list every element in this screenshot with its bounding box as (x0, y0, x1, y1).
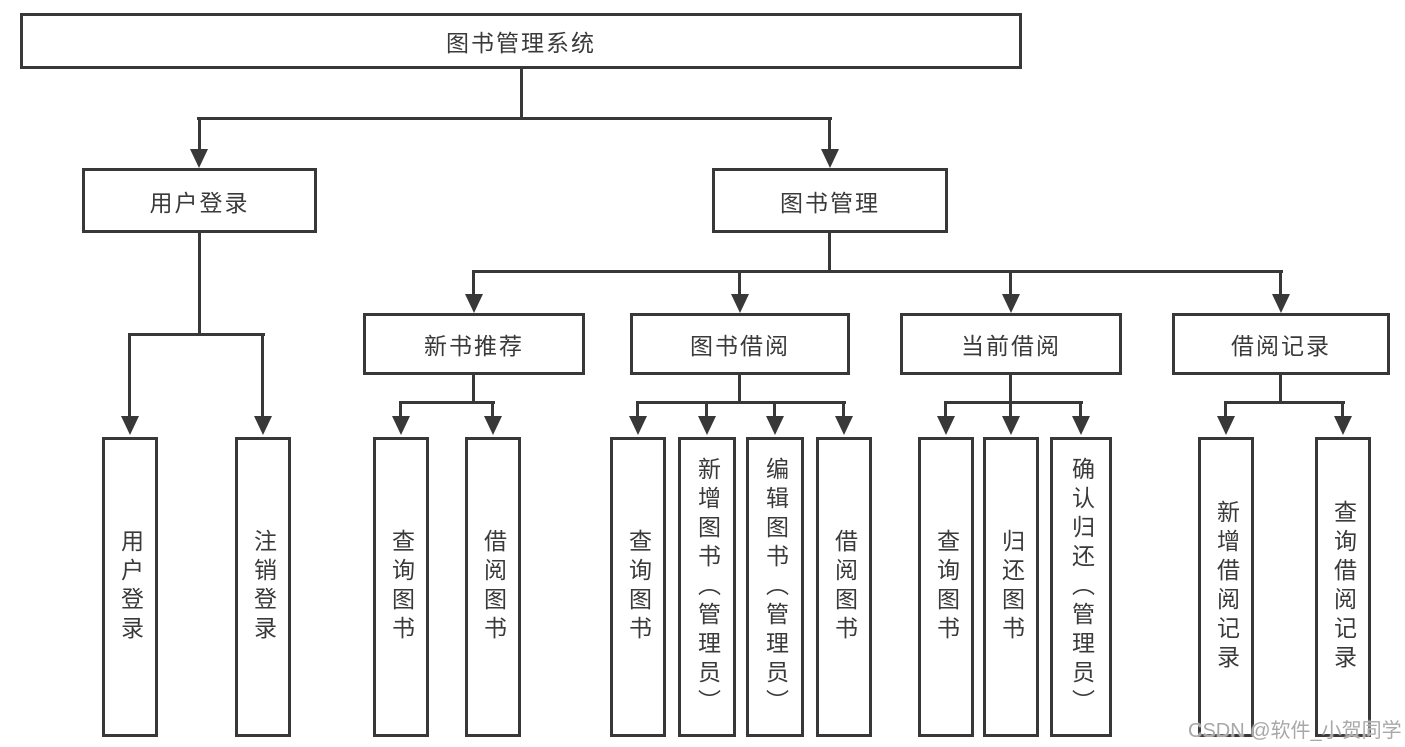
connector-line (198, 120, 201, 149)
arrow-down-icon (629, 416, 647, 435)
node-label: 注销登录 (250, 529, 277, 645)
arrow-down-icon (698, 416, 716, 435)
connector-line (520, 69, 523, 120)
arrow-down-icon (1002, 416, 1020, 435)
connector-line (1224, 401, 1345, 404)
node-label: 用户登录 (117, 529, 144, 645)
node-label: 编辑图书（管理员） (762, 456, 789, 718)
connector-line (1341, 404, 1344, 416)
connector-line (399, 401, 495, 404)
node-label: 确认归还（管理员） (1068, 456, 1095, 718)
connector-line (944, 404, 947, 416)
connector-line (1224, 404, 1227, 416)
connector-line (198, 232, 201, 336)
leaf-borrow-books-recommend: 借阅图书 (465, 437, 521, 737)
node-label: 用户登录 (149, 189, 250, 216)
arrow-down-icon (937, 416, 955, 435)
connector-line (1009, 404, 1012, 416)
leaf-add-borrow-record: 新增借阅记录 (1198, 437, 1254, 737)
connector-line (472, 374, 475, 404)
node-label: 借阅图书 (480, 529, 507, 645)
node-label: 图书管理 (780, 189, 880, 216)
connector-line (705, 404, 708, 416)
connector-line (842, 404, 845, 416)
arrow-down-icon (1002, 294, 1020, 313)
leaf-user-login: 用户登录 (102, 437, 158, 737)
connector-line (944, 401, 1083, 404)
arrow-down-icon (821, 149, 839, 168)
csdn-watermark: CSDN @软件_小贺同学 (1188, 720, 1402, 742)
connector-line (261, 336, 264, 416)
connector-line (491, 404, 494, 416)
node-label: 查询图书 (933, 529, 960, 645)
connector-line (828, 232, 831, 273)
node-current-borrowing: 当前借阅 (900, 313, 1122, 375)
connector-line (1079, 404, 1082, 416)
connector-line (1279, 374, 1282, 404)
node-label: 当前借阅 (961, 333, 1061, 359)
arrow-down-icon (1272, 294, 1290, 313)
connector-line (738, 374, 741, 404)
arrow-down-icon (392, 416, 410, 435)
leaf-query-books-current: 查询图书 (918, 437, 974, 737)
node-book-borrowing: 图书借阅 (630, 313, 850, 375)
arrow-down-icon (121, 416, 139, 435)
arrow-down-icon (1072, 416, 1090, 435)
connector-line (773, 404, 776, 416)
node-label: 归还图书 (998, 529, 1025, 645)
node-label: 查询图书 (625, 529, 652, 645)
node-label: 查询借阅记录 (1330, 500, 1357, 674)
arrow-down-icon (1334, 416, 1352, 435)
connector-line (636, 404, 639, 416)
leaf-add-book-admin: 新增图书（管理员） (678, 437, 736, 737)
node-book-management: 图书管理 (712, 168, 948, 233)
connector-line (128, 336, 131, 416)
arrow-down-icon (254, 416, 272, 435)
leaf-return-books: 归还图书 (983, 437, 1039, 737)
connector-line (472, 273, 475, 294)
node-label: 新增借阅记录 (1213, 500, 1240, 674)
node-borrowing-records: 借阅记录 (1172, 313, 1390, 375)
node-new-book-recommendation: 新书推荐 (363, 313, 585, 375)
node-library-management-system: 图书管理系统 (20, 13, 1022, 69)
arrow-down-icon (766, 416, 784, 435)
arrow-down-icon (484, 416, 502, 435)
node-label: 新书推荐 (424, 333, 524, 359)
node-label: 图书借阅 (690, 333, 790, 359)
leaf-query-borrow-record: 查询借阅记录 (1315, 437, 1371, 737)
connector-line (1279, 273, 1282, 294)
node-label: 借阅记录 (1231, 333, 1331, 359)
connector-line (1009, 374, 1012, 404)
leaf-borrow-books: 借阅图书 (816, 437, 872, 737)
node-user-login: 用户登录 (82, 168, 317, 233)
connector-line (738, 273, 741, 294)
leaf-query-books-borrow: 查询图书 (610, 437, 666, 737)
leaf-query-books-recommend: 查询图书 (373, 437, 429, 737)
arrow-down-icon (731, 294, 749, 313)
node-label: 图书管理系统 (446, 30, 596, 56)
leaf-confirm-return-admin: 确认归还（管理员） (1050, 437, 1112, 737)
leaf-edit-book-admin: 编辑图书（管理员） (746, 437, 804, 737)
arrow-down-icon (835, 416, 853, 435)
connector-line (636, 401, 846, 404)
arrow-down-icon (190, 149, 208, 168)
connector-line (197, 117, 832, 120)
node-label: 借阅图书 (831, 529, 858, 645)
connector-line (128, 333, 265, 336)
connector-line (828, 120, 831, 149)
leaf-logout: 注销登录 (235, 437, 291, 737)
node-label: 新增图书（管理员） (694, 456, 721, 718)
connector-line (472, 270, 1283, 273)
connector-line (1009, 273, 1012, 294)
node-label: 查询图书 (388, 529, 415, 645)
connector-line (399, 404, 402, 416)
arrow-down-icon (1217, 416, 1235, 435)
arrow-down-icon (465, 294, 483, 313)
